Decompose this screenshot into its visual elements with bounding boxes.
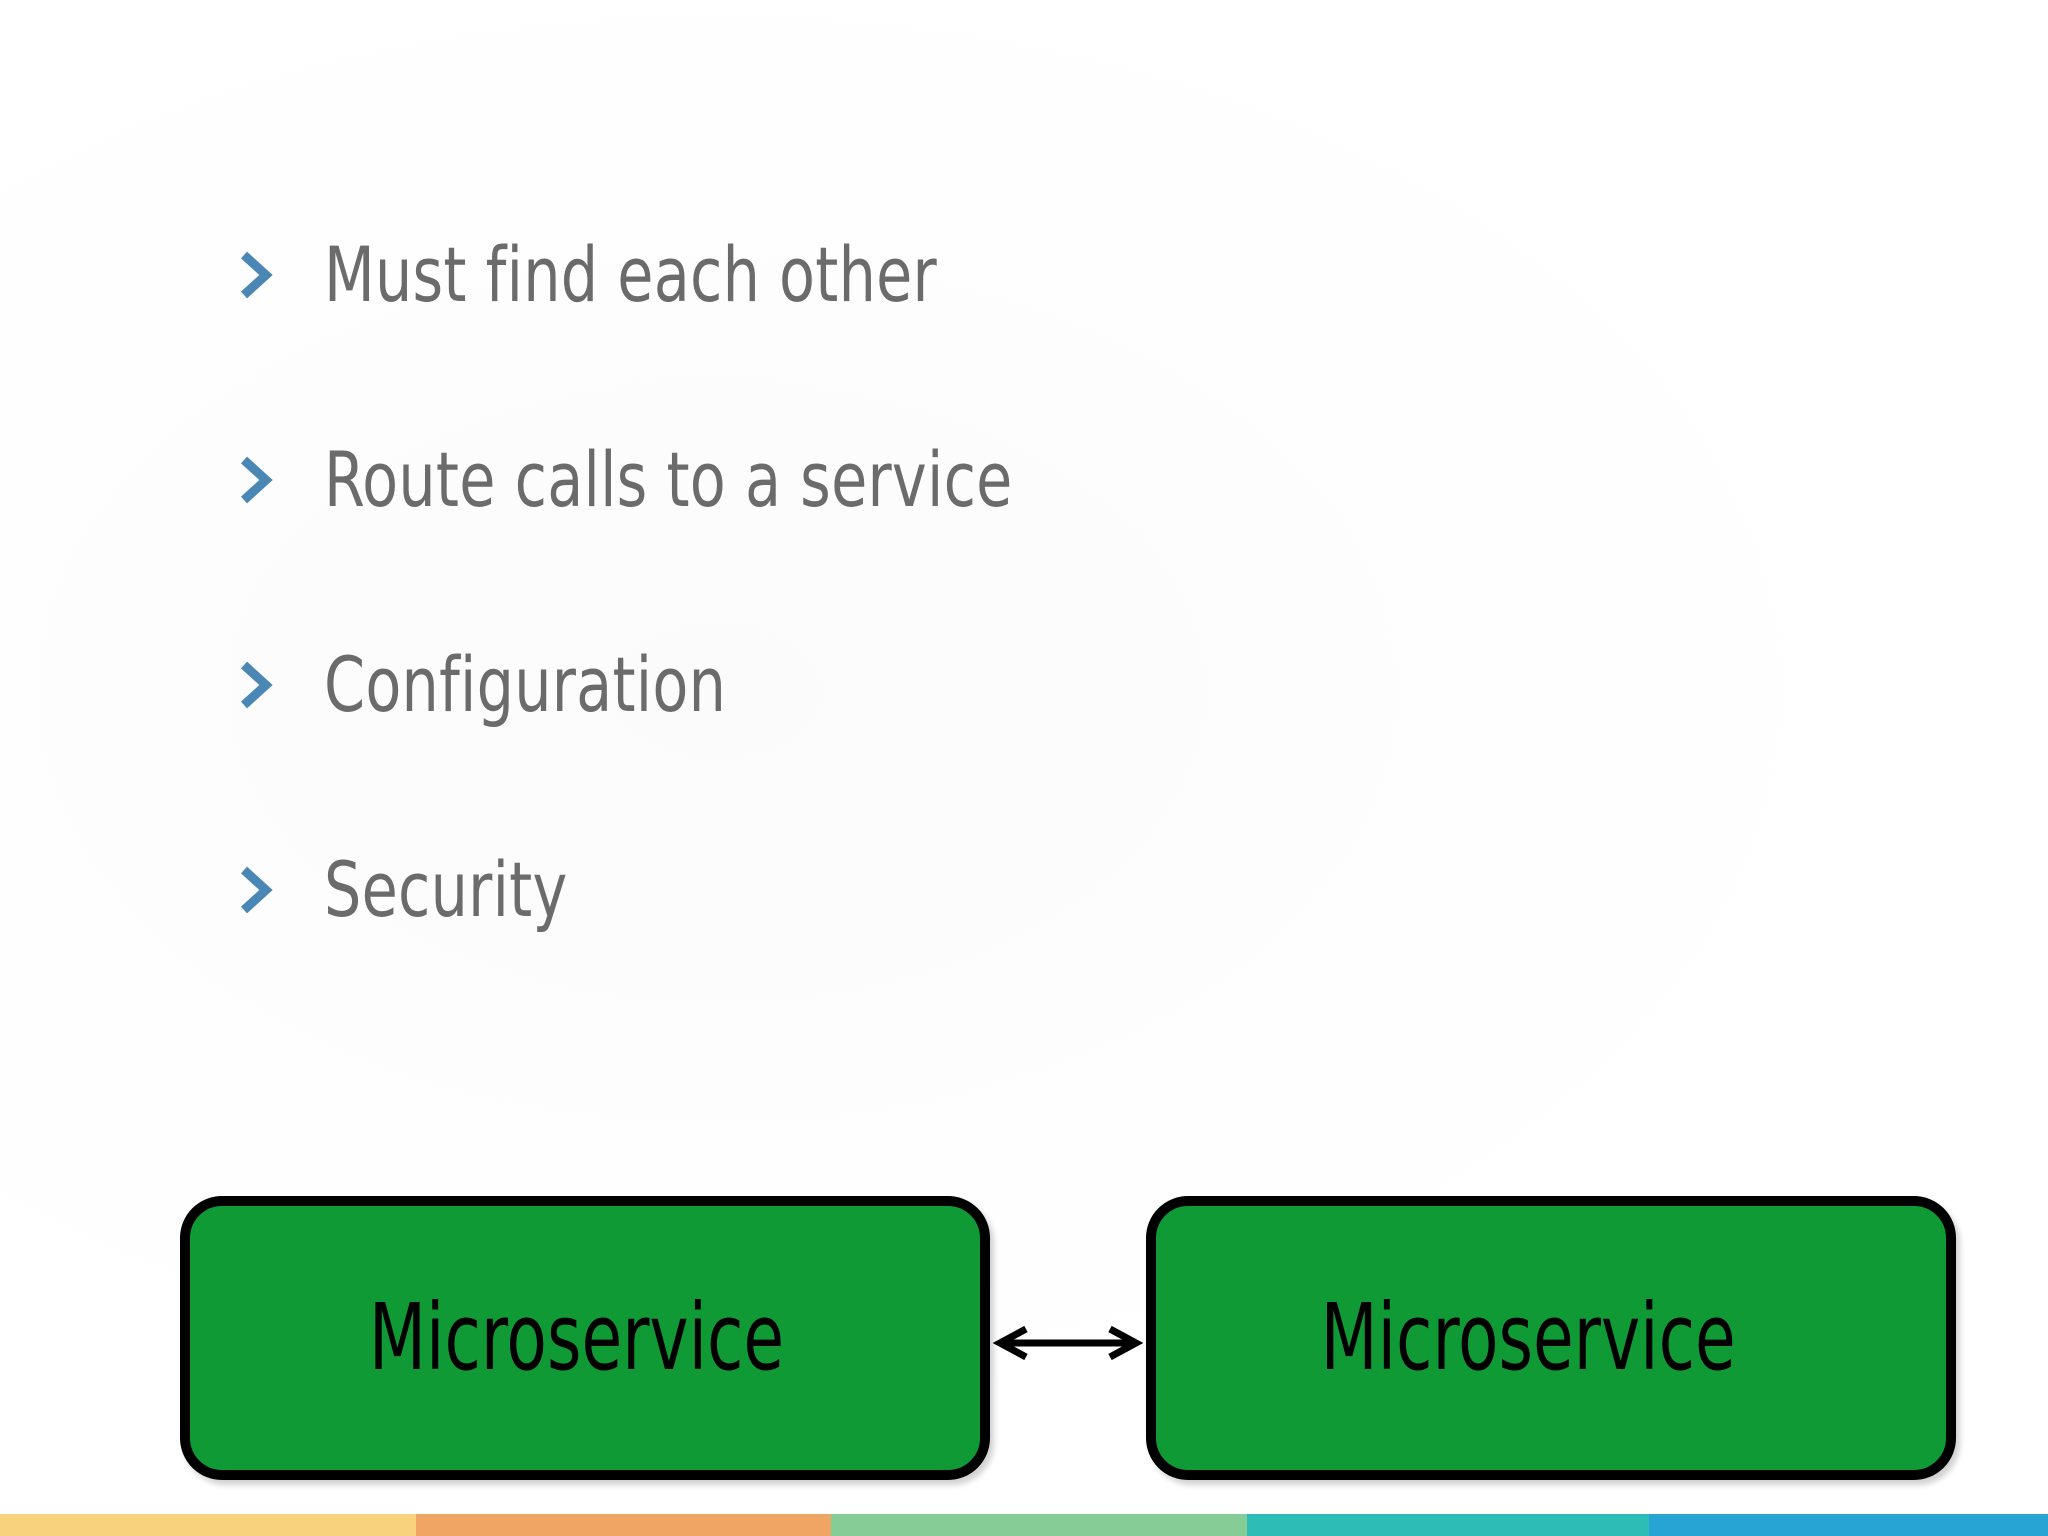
microservice-box-right-label: Microservice (1320, 1284, 1737, 1391)
bottom-color-strip (0, 1514, 2048, 1536)
list-item-label: Route calls to a service (324, 434, 1013, 524)
list-item[interactable]: Configuration (236, 582, 1836, 787)
microservice-box-left-label: Microservice (369, 1284, 785, 1391)
bullet-list: Must find each other Route calls to a se… (236, 172, 1836, 992)
list-item[interactable]: Security (236, 787, 1836, 992)
chevron-right-icon (236, 655, 276, 715)
list-item[interactable]: Must find each other (236, 172, 1836, 377)
microservice-box-left[interactable]: Microservice (180, 1196, 990, 1480)
strip-segment-orange (415, 1514, 832, 1536)
strip-segment-green (831, 1514, 1248, 1536)
chevron-right-icon (236, 450, 276, 510)
chevron-right-icon (236, 860, 276, 920)
list-item-label: Security (324, 844, 568, 934)
microservice-diagram: Microservice Microservice (0, 1180, 2048, 1500)
list-item-label: Configuration (324, 639, 727, 729)
strip-segment-blue (1648, 1514, 2048, 1536)
microservice-box-right[interactable]: Microservice (1146, 1196, 1956, 1480)
list-item[interactable]: Route calls to a service (236, 377, 1836, 582)
chevron-right-icon (236, 245, 276, 305)
bidirectional-arrow-icon (990, 1325, 1146, 1361)
list-item-label: Must find each other (324, 229, 937, 319)
strip-segment-teal (1247, 1514, 1649, 1536)
strip-segment-yellow (0, 1514, 416, 1536)
